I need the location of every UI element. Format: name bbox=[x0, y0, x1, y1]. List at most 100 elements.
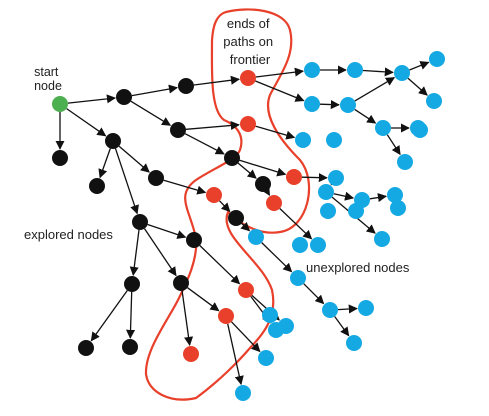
frontier-outline bbox=[144, 8, 311, 401]
explored-node bbox=[186, 232, 202, 248]
edge-arrow bbox=[118, 145, 150, 173]
edge-arrow bbox=[386, 134, 401, 156]
explored-node bbox=[224, 150, 240, 166]
edge-arrow bbox=[333, 191, 355, 201]
explored-node bbox=[148, 170, 164, 186]
edge-arrow bbox=[261, 242, 293, 273]
explored-node bbox=[122, 339, 138, 355]
frontier-node bbox=[286, 169, 302, 185]
explored-nodes-label: explored nodes bbox=[24, 227, 113, 242]
unexplored-node bbox=[374, 231, 390, 247]
unexplored-node bbox=[358, 300, 374, 316]
edge-arrow bbox=[187, 287, 220, 312]
edge-arrow bbox=[219, 200, 231, 213]
frontier-node bbox=[266, 195, 282, 211]
unexplored-node bbox=[347, 62, 363, 78]
start-node-label: start node bbox=[34, 65, 62, 93]
frontier-label-line2: paths on bbox=[223, 34, 273, 49]
edge-arrow bbox=[126, 291, 136, 339]
unexplored-nodes-label: unexplored nodes bbox=[306, 260, 410, 275]
start-node-label-line2: node bbox=[34, 79, 62, 93]
frontier-node bbox=[240, 116, 256, 132]
edge-arrow bbox=[114, 148, 139, 215]
unexplored-node bbox=[394, 65, 410, 81]
unexplored-node bbox=[429, 51, 445, 67]
edge-arrow bbox=[143, 228, 177, 277]
frontier-label: ends of paths on frontier bbox=[223, 16, 277, 67]
edge-arrow bbox=[334, 316, 350, 337]
edge-arrow bbox=[239, 159, 287, 177]
edge-arrow bbox=[193, 75, 241, 86]
edge-arrow bbox=[66, 108, 107, 137]
edge-arrow bbox=[163, 179, 207, 195]
edge-arrow bbox=[67, 94, 117, 104]
explored-node bbox=[170, 122, 186, 138]
edge-arrow bbox=[147, 223, 187, 239]
edge-arrow bbox=[98, 148, 111, 179]
frontier-node bbox=[218, 308, 234, 324]
explored-node bbox=[255, 176, 271, 192]
unexplored-node bbox=[326, 132, 342, 148]
unexplored-node bbox=[328, 170, 344, 186]
edge-arrow bbox=[279, 208, 313, 240]
unexplored-node bbox=[304, 62, 320, 78]
edge-arrow bbox=[90, 290, 128, 342]
unexplored-node bbox=[262, 307, 278, 323]
edge-arrow bbox=[181, 290, 194, 347]
frontier-node bbox=[240, 70, 256, 86]
unexplored-node bbox=[387, 187, 403, 203]
explored-node bbox=[178, 78, 194, 94]
edge-arrow bbox=[362, 67, 394, 77]
unexplored-node bbox=[304, 96, 320, 112]
explored-node bbox=[116, 89, 132, 105]
unexplored-node bbox=[235, 385, 251, 401]
unexplored-node bbox=[290, 270, 306, 286]
unexplored-node bbox=[295, 132, 311, 148]
edge-arrow bbox=[369, 193, 387, 203]
edge-arrow bbox=[131, 84, 178, 97]
edge-arrow bbox=[354, 77, 396, 102]
unexplored-node bbox=[322, 302, 338, 318]
edge-arrow bbox=[184, 133, 225, 155]
unexplored-node bbox=[346, 335, 362, 351]
unexplored-node bbox=[426, 93, 442, 109]
edge-arrow bbox=[255, 80, 305, 102]
start-node-label-line1: start bbox=[34, 65, 59, 79]
edge-arrow bbox=[237, 162, 257, 179]
edge-arrow bbox=[231, 321, 261, 353]
edge-arrow bbox=[255, 67, 305, 78]
unexplored-node bbox=[390, 200, 406, 216]
edge-arrow bbox=[303, 283, 325, 305]
frontier-node bbox=[183, 346, 199, 362]
unexplored-node bbox=[320, 203, 336, 219]
edge-arrow bbox=[261, 185, 271, 196]
unexplored-node bbox=[397, 154, 413, 170]
explored-node bbox=[89, 178, 105, 194]
edge-arrow bbox=[319, 99, 340, 110]
frontier-node bbox=[238, 282, 254, 298]
unexplored-node bbox=[318, 184, 334, 200]
edge-arrow bbox=[199, 245, 241, 285]
unexplored-node bbox=[412, 122, 428, 138]
edge-arrow bbox=[130, 100, 172, 126]
edge-arrow bbox=[185, 120, 240, 131]
unexplored-node bbox=[310, 237, 326, 253]
nodes-group bbox=[52, 51, 445, 401]
explored-node bbox=[228, 210, 244, 226]
explored-node bbox=[173, 275, 189, 291]
frontier-label-line3: frontier bbox=[230, 52, 271, 67]
edge-arrow bbox=[407, 77, 428, 96]
edges-group bbox=[55, 61, 430, 386]
unexplored-node bbox=[375, 120, 391, 136]
edge-arrow bbox=[129, 229, 140, 277]
frontier-label-line1: ends of bbox=[227, 16, 270, 31]
unexplored-node bbox=[292, 237, 308, 253]
edge-arrow bbox=[227, 323, 244, 386]
edge-arrow bbox=[337, 304, 358, 314]
explored-node bbox=[132, 214, 148, 230]
unexplored-node bbox=[354, 192, 370, 208]
frontier-node bbox=[206, 187, 222, 203]
unexplored-node bbox=[258, 350, 274, 366]
